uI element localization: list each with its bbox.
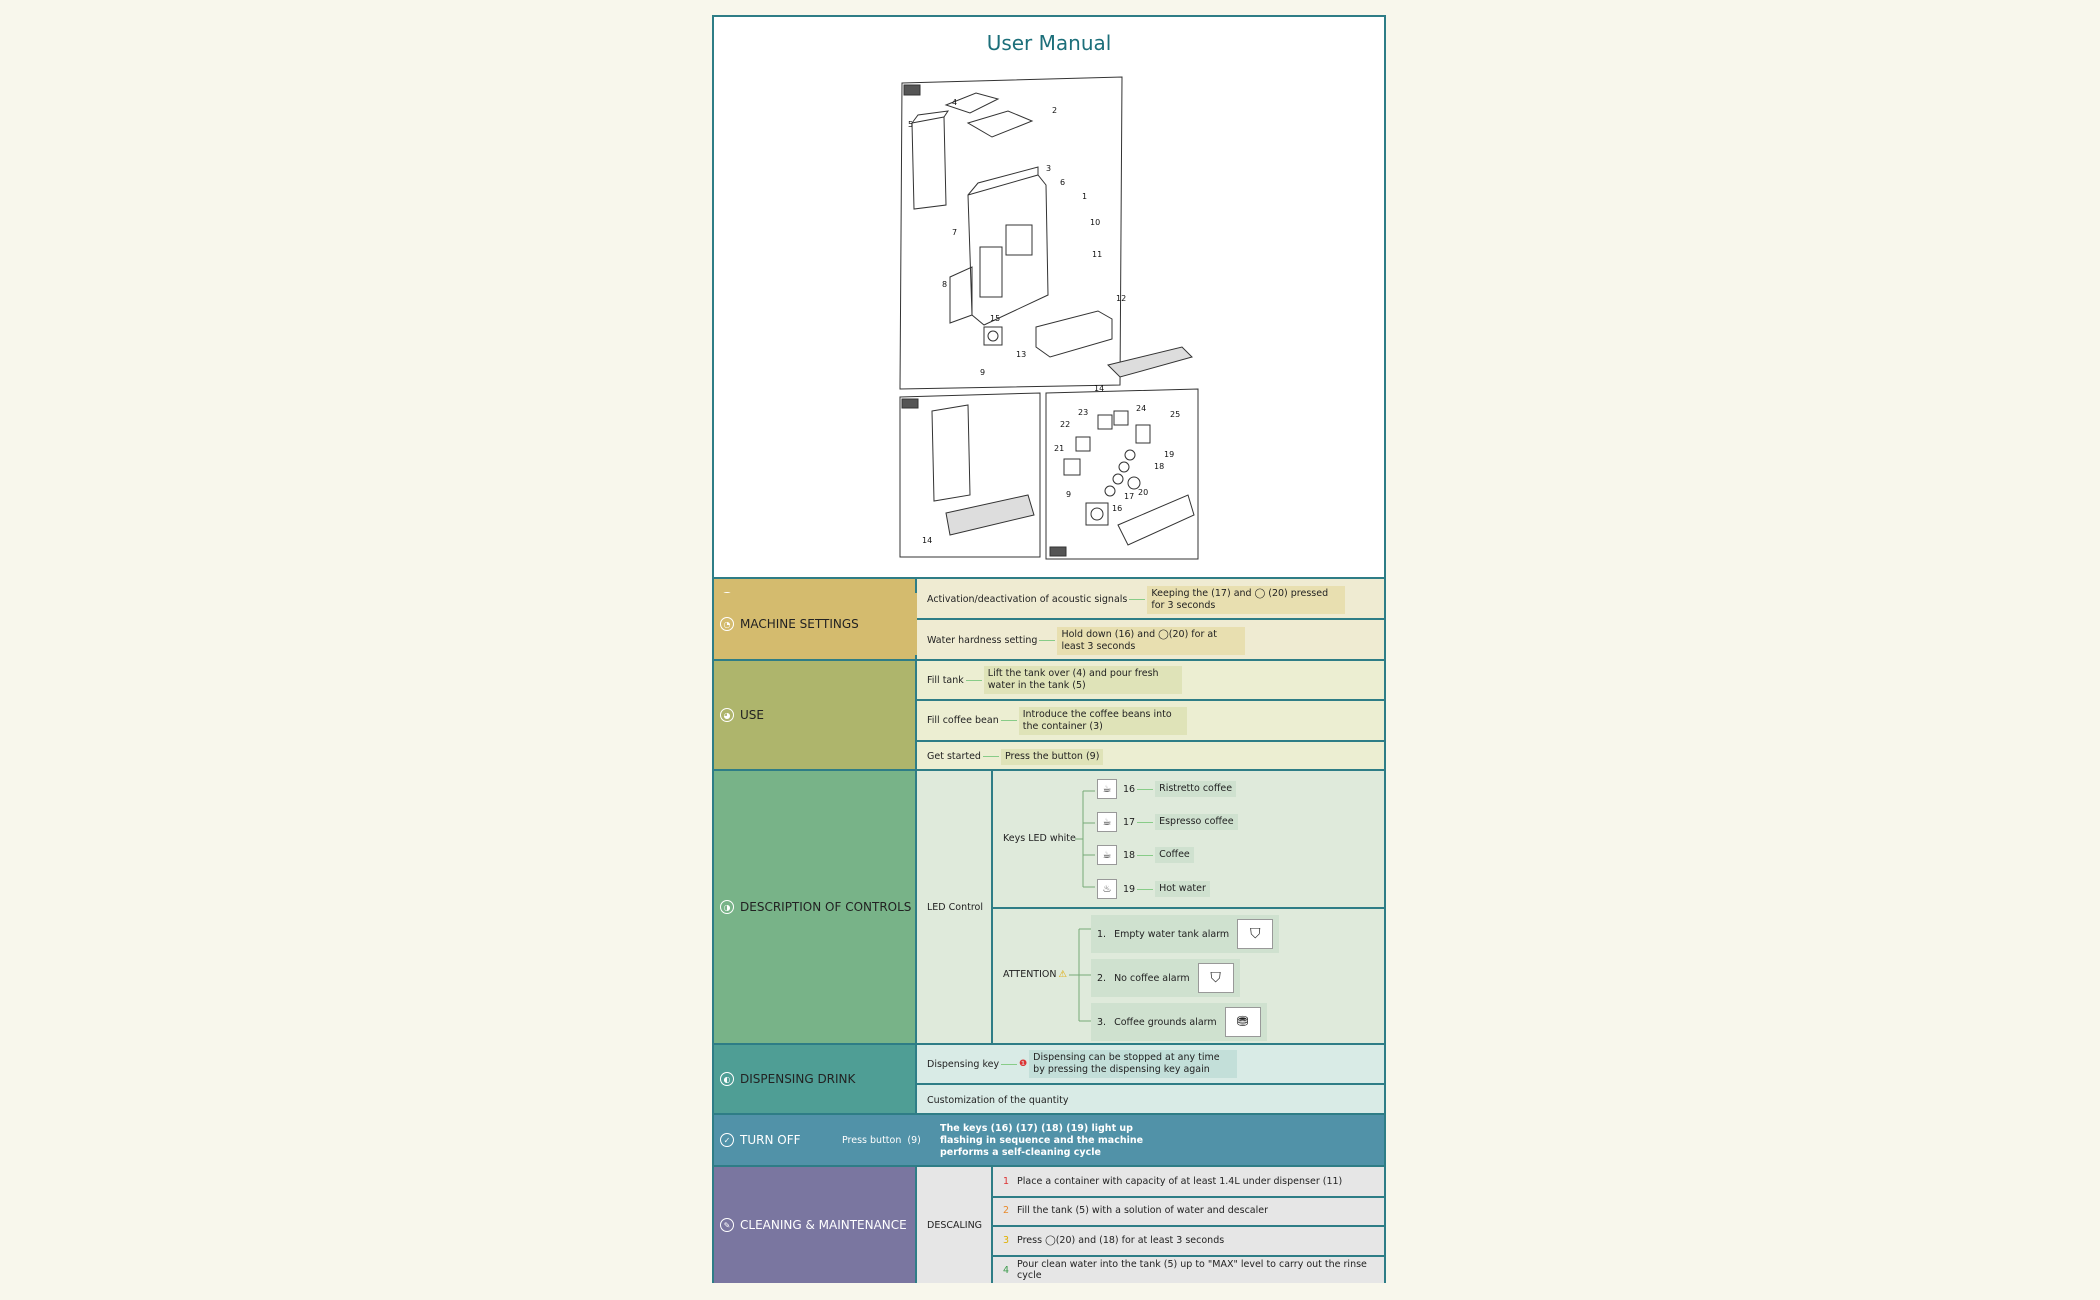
diagram-label: 6: [1060, 178, 1065, 187]
setting-row: Water hardness setting Hold down (16) an…: [917, 620, 1384, 661]
alarm-row: 2.No coffee alarm ⛉: [1091, 959, 1240, 997]
diagram-label: 8: [942, 280, 947, 289]
section-turn-off: ✓TURN OFF Press button(9) The keys (16) …: [714, 1113, 1384, 1165]
diagram-label: 25: [1170, 410, 1180, 419]
section-dispensing: ◐DISPENSING DRINK Dispensing key ❶ Dispe…: [714, 1043, 1384, 1113]
section-label: ✓TURN OFF: [720, 1115, 801, 1165]
step-number-icon: 4: [1003, 1264, 1010, 1276]
diagram-label: 14: [1094, 384, 1104, 393]
half-circle-icon: ◑: [720, 900, 734, 914]
diagram-label: 12: [1116, 294, 1126, 303]
step-number-icon: 2: [1003, 1205, 1010, 1216]
use-row: Fill coffee bean Introduce the coffee be…: [917, 701, 1384, 742]
manual-page: User Manual: [712, 15, 1386, 1283]
section-label: ✎CLEANING & MAINTENANCE: [714, 1167, 917, 1283]
section-use: ◕USE Fill tank Lift the tank over (4) an…: [714, 659, 1384, 769]
descaling-label: DESCALING: [917, 1167, 993, 1283]
section-label: ◕USE: [714, 661, 917, 769]
diagram-label: 9: [1066, 490, 1071, 499]
attention-label: ATTENTION⚠: [1003, 969, 1068, 980]
diagram-label: 17: [1124, 492, 1134, 501]
keys-bracket: [1075, 790, 1095, 888]
dispensing-row: Dispensing key ❶ Dispensing can be stopp…: [917, 1045, 1384, 1085]
diagram-label: 3: [1046, 164, 1051, 173]
diagram-label: 2: [1052, 106, 1057, 115]
dispensing-row: Customization of the quantity: [927, 1094, 1069, 1106]
diagram-label: 19: [1164, 450, 1174, 459]
diagram-label: 24: [1136, 404, 1146, 413]
keys-led-label: Keys LED white: [1003, 833, 1076, 844]
diagram-label: 15: [990, 314, 1000, 323]
diagram-label: 7: [952, 228, 957, 237]
diagram-label: 4: [952, 98, 957, 107]
setting-row: Activation/deactivation of acoustic sign…: [917, 579, 1384, 620]
turn-off-press: Press button(9): [842, 1134, 921, 1146]
diagram-label: 1: [1082, 192, 1087, 201]
diagram-label: 5: [908, 120, 913, 129]
water-tank-icon: ⛉: [1237, 919, 1274, 949]
diagram-label: 16: [1112, 504, 1122, 513]
coffee-container-icon: ⛉: [1197, 963, 1234, 993]
diagram-label: 20: [1138, 488, 1148, 497]
clock-icon: ◔: [720, 617, 734, 631]
grounds-icon: ⛃: [1224, 1007, 1261, 1037]
step-number-icon: 3: [1003, 1234, 1010, 1246]
section-label: ◐DISPENSING DRINK: [714, 1045, 917, 1113]
cup-icon: ☕: [1097, 779, 1117, 799]
diagram-label: 18: [1154, 462, 1164, 471]
section-label: ◑DESCRIPTION OF CONTROLS: [714, 771, 917, 1043]
alarm-row: 1.Empty water tank alarm ⛉: [1091, 915, 1280, 953]
diagram-label: 13: [1016, 350, 1026, 359]
warning-icon: ⚠: [1058, 969, 1068, 980]
led-control-label: LED Control: [917, 771, 993, 1043]
machine-diagram: 4 2 5 3 6 1 10 7 11 8 12 15 9 13 14 14 2…: [899, 76, 1199, 560]
page-title: User Manual: [986, 31, 1112, 55]
use-row: Get started Press the button (9): [917, 742, 1384, 771]
turn-off-description: The keys (16) (17) (18) (19) light up fl…: [940, 1123, 1144, 1158]
diagram-label: 9: [980, 368, 985, 377]
step-number-icon: 1: [1003, 1176, 1010, 1187]
section-controls: ◑DESCRIPTION OF CONTROLS LED Control Key…: [714, 769, 1384, 1043]
alarm-row: 3.Coffee grounds alarm ⛃: [1091, 1003, 1267, 1041]
diagram-label: 23: [1078, 408, 1088, 417]
hot-water-icon: ♨: [1097, 879, 1117, 899]
diagram-label: 11: [1092, 250, 1102, 259]
moon-icon: ◐: [720, 1072, 734, 1086]
alert-icon: ❶: [1019, 1059, 1028, 1069]
alarms-group: ATTENTION⚠ 1.Empty water tank alarm ⛉ 2.…: [993, 907, 1384, 1043]
check-icon: ✓: [720, 1133, 734, 1147]
diagram-label: 14: [922, 536, 932, 545]
cup-icon: ☕: [1097, 812, 1117, 832]
machine-settings-label: ◔ MACHINE SETTINGS: [714, 593, 917, 655]
clock-icon: ◕: [720, 708, 734, 722]
diagram-label: 10: [1090, 218, 1100, 227]
wrench-icon: ✎: [720, 1218, 734, 1232]
cup-icon: ☕: [1097, 845, 1117, 865]
use-row: Fill tank Lift the tank over (4) and pou…: [917, 661, 1384, 701]
diagram-label: 22: [1060, 420, 1070, 429]
alarms-bracket: [1069, 928, 1091, 1022]
diagram-label: 21: [1054, 444, 1064, 453]
